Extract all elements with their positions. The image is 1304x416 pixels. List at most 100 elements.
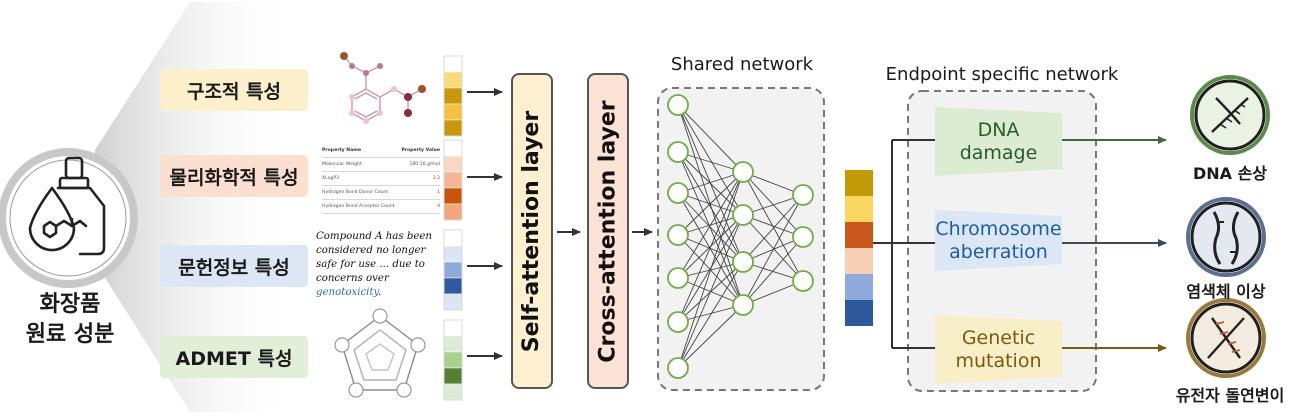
vector-cell <box>845 170 873 196</box>
endpoint-genetic-line1: Genetic <box>961 327 1036 349</box>
network-node <box>732 161 754 183</box>
property-value: 4 <box>437 204 440 209</box>
network-node <box>732 251 754 273</box>
self-attention-label: Self-attention layer <box>519 110 545 352</box>
endpoint-chromosome-line1: Chromosome <box>935 218 1062 240</box>
literature-text-end: . <box>377 287 382 298</box>
output-genetic-mutation: 유전자 돌연변이 <box>1175 386 1285 405</box>
vector-cell <box>443 119 463 137</box>
literature-highlight: genotoxicity <box>316 287 378 298</box>
property-table-header-name: Property Name <box>322 148 362 153</box>
endpoint-chromosome-line2: aberration <box>949 241 1048 263</box>
vector-cell <box>443 87 463 105</box>
cross-attention-label: Cross-attention layer <box>595 99 621 363</box>
property-table-header-value: Property Value <box>401 148 440 153</box>
feature-admet: ADMET 특성 <box>160 336 308 378</box>
vector-cell <box>443 187 463 205</box>
endpoint-dna-damage-line1: DNA <box>977 119 1020 141</box>
feature-physicochemical-label: 물리화학적 특성 <box>169 166 299 189</box>
network-edge <box>742 194 804 306</box>
vector-cell <box>443 139 463 157</box>
self-attention-layer: Self-attention layer <box>511 73 553 389</box>
output-chromosome-aberration: 염색체 이상 <box>1186 282 1266 301</box>
property-name: Molecular Weight <box>322 162 362 167</box>
network-edge <box>677 192 744 306</box>
vector-cell <box>845 248 873 274</box>
property-table-row: Hydrogen Bond Acceptor Count 4 <box>322 200 440 214</box>
network-edge <box>677 171 744 279</box>
vector-cell <box>443 293 463 311</box>
network-node <box>667 182 689 204</box>
feature-admet-label: ADMET 특성 <box>175 347 293 370</box>
feature-literature: 문헌정보 특성 <box>160 245 308 287</box>
feature-structural: 구조적 특성 <box>160 69 308 111</box>
physicochemical-feature-vector <box>443 139 463 221</box>
vector-cell <box>443 203 463 221</box>
network-edge <box>677 214 744 323</box>
chromosome-trapezoid <box>935 210 1062 271</box>
endpoint-dna-damage-line2: damage <box>959 142 1038 164</box>
vector-cell <box>443 383 463 401</box>
endpoint-genetic-mutation: Genetic mutation <box>935 318 1062 382</box>
network-edge <box>677 234 744 263</box>
network-node <box>667 357 689 379</box>
vector-cell <box>845 196 873 222</box>
branch-connectors <box>873 139 935 349</box>
network-edge <box>742 171 804 238</box>
network-edge <box>677 304 744 369</box>
property-name: XLogP3 <box>322 176 340 181</box>
network-edge <box>677 192 744 263</box>
property-value: 180.16 g/mol <box>409 162 440 167</box>
vector-cell <box>443 261 463 279</box>
vector-cell <box>443 367 463 385</box>
property-table-row: Molecular Weight 180.16 g/mol <box>322 158 440 172</box>
network-edge <box>742 214 804 282</box>
network-edge <box>677 104 744 173</box>
vector-cell <box>443 277 463 295</box>
molecule-atoms <box>340 52 426 124</box>
network-edge <box>742 194 804 263</box>
network-edge <box>742 171 804 282</box>
endpoint-dna-damage: DNA damage <box>935 110 1062 174</box>
structural-feature-vector <box>443 55 463 137</box>
network-node <box>732 294 754 316</box>
network-edge <box>677 171 744 369</box>
network-edge <box>677 214 744 369</box>
vector-cell <box>443 71 463 89</box>
property-value: 1.2 <box>432 176 440 181</box>
dna-damage-icon <box>1190 75 1270 155</box>
property-table-header: Property Name Property Value <box>322 144 440 158</box>
literature-text: Compound A has been considered no longer… <box>316 231 432 284</box>
feature-structural-label: 구조적 특성 <box>186 80 281 103</box>
output-dna-damage: DNA 손상 <box>1192 164 1268 183</box>
vector-cell <box>443 335 463 353</box>
shared-network-title: Shared network <box>670 54 814 75</box>
feature-physicochemical: 물리화학적 특성 <box>160 155 308 197</box>
network-edge <box>677 171 744 323</box>
output-arrows <box>1062 136 1167 352</box>
network-node <box>667 94 689 116</box>
admet-radar-chart <box>341 315 419 391</box>
network-edge <box>742 236 804 306</box>
property-table-row: XLogP3 1.2 <box>322 172 440 186</box>
endpoint-genetic-line2: mutation <box>955 350 1042 372</box>
network-node <box>667 141 689 163</box>
property-name: Hydrogen Bond Donor Count <box>322 190 389 195</box>
shared-network-box <box>657 87 825 391</box>
property-name: Hydrogen Bond Acceptor Count <box>322 204 395 209</box>
vector-cell <box>443 155 463 173</box>
network-node <box>792 226 814 248</box>
vector-cell <box>845 222 873 248</box>
network-edge <box>677 151 744 173</box>
vector-cell <box>443 245 463 263</box>
vector-cell <box>443 103 463 121</box>
admet-radar-icons <box>334 308 426 398</box>
feature-arrows <box>467 88 653 360</box>
endpoint-network-title: Endpoint specific network <box>885 64 1119 85</box>
dna-mutation-icon <box>1186 298 1266 378</box>
network-node <box>667 267 689 289</box>
vector-cell <box>443 351 463 369</box>
genetic-mutation-trapezoid <box>935 315 1062 384</box>
vector-cell <box>443 229 463 247</box>
